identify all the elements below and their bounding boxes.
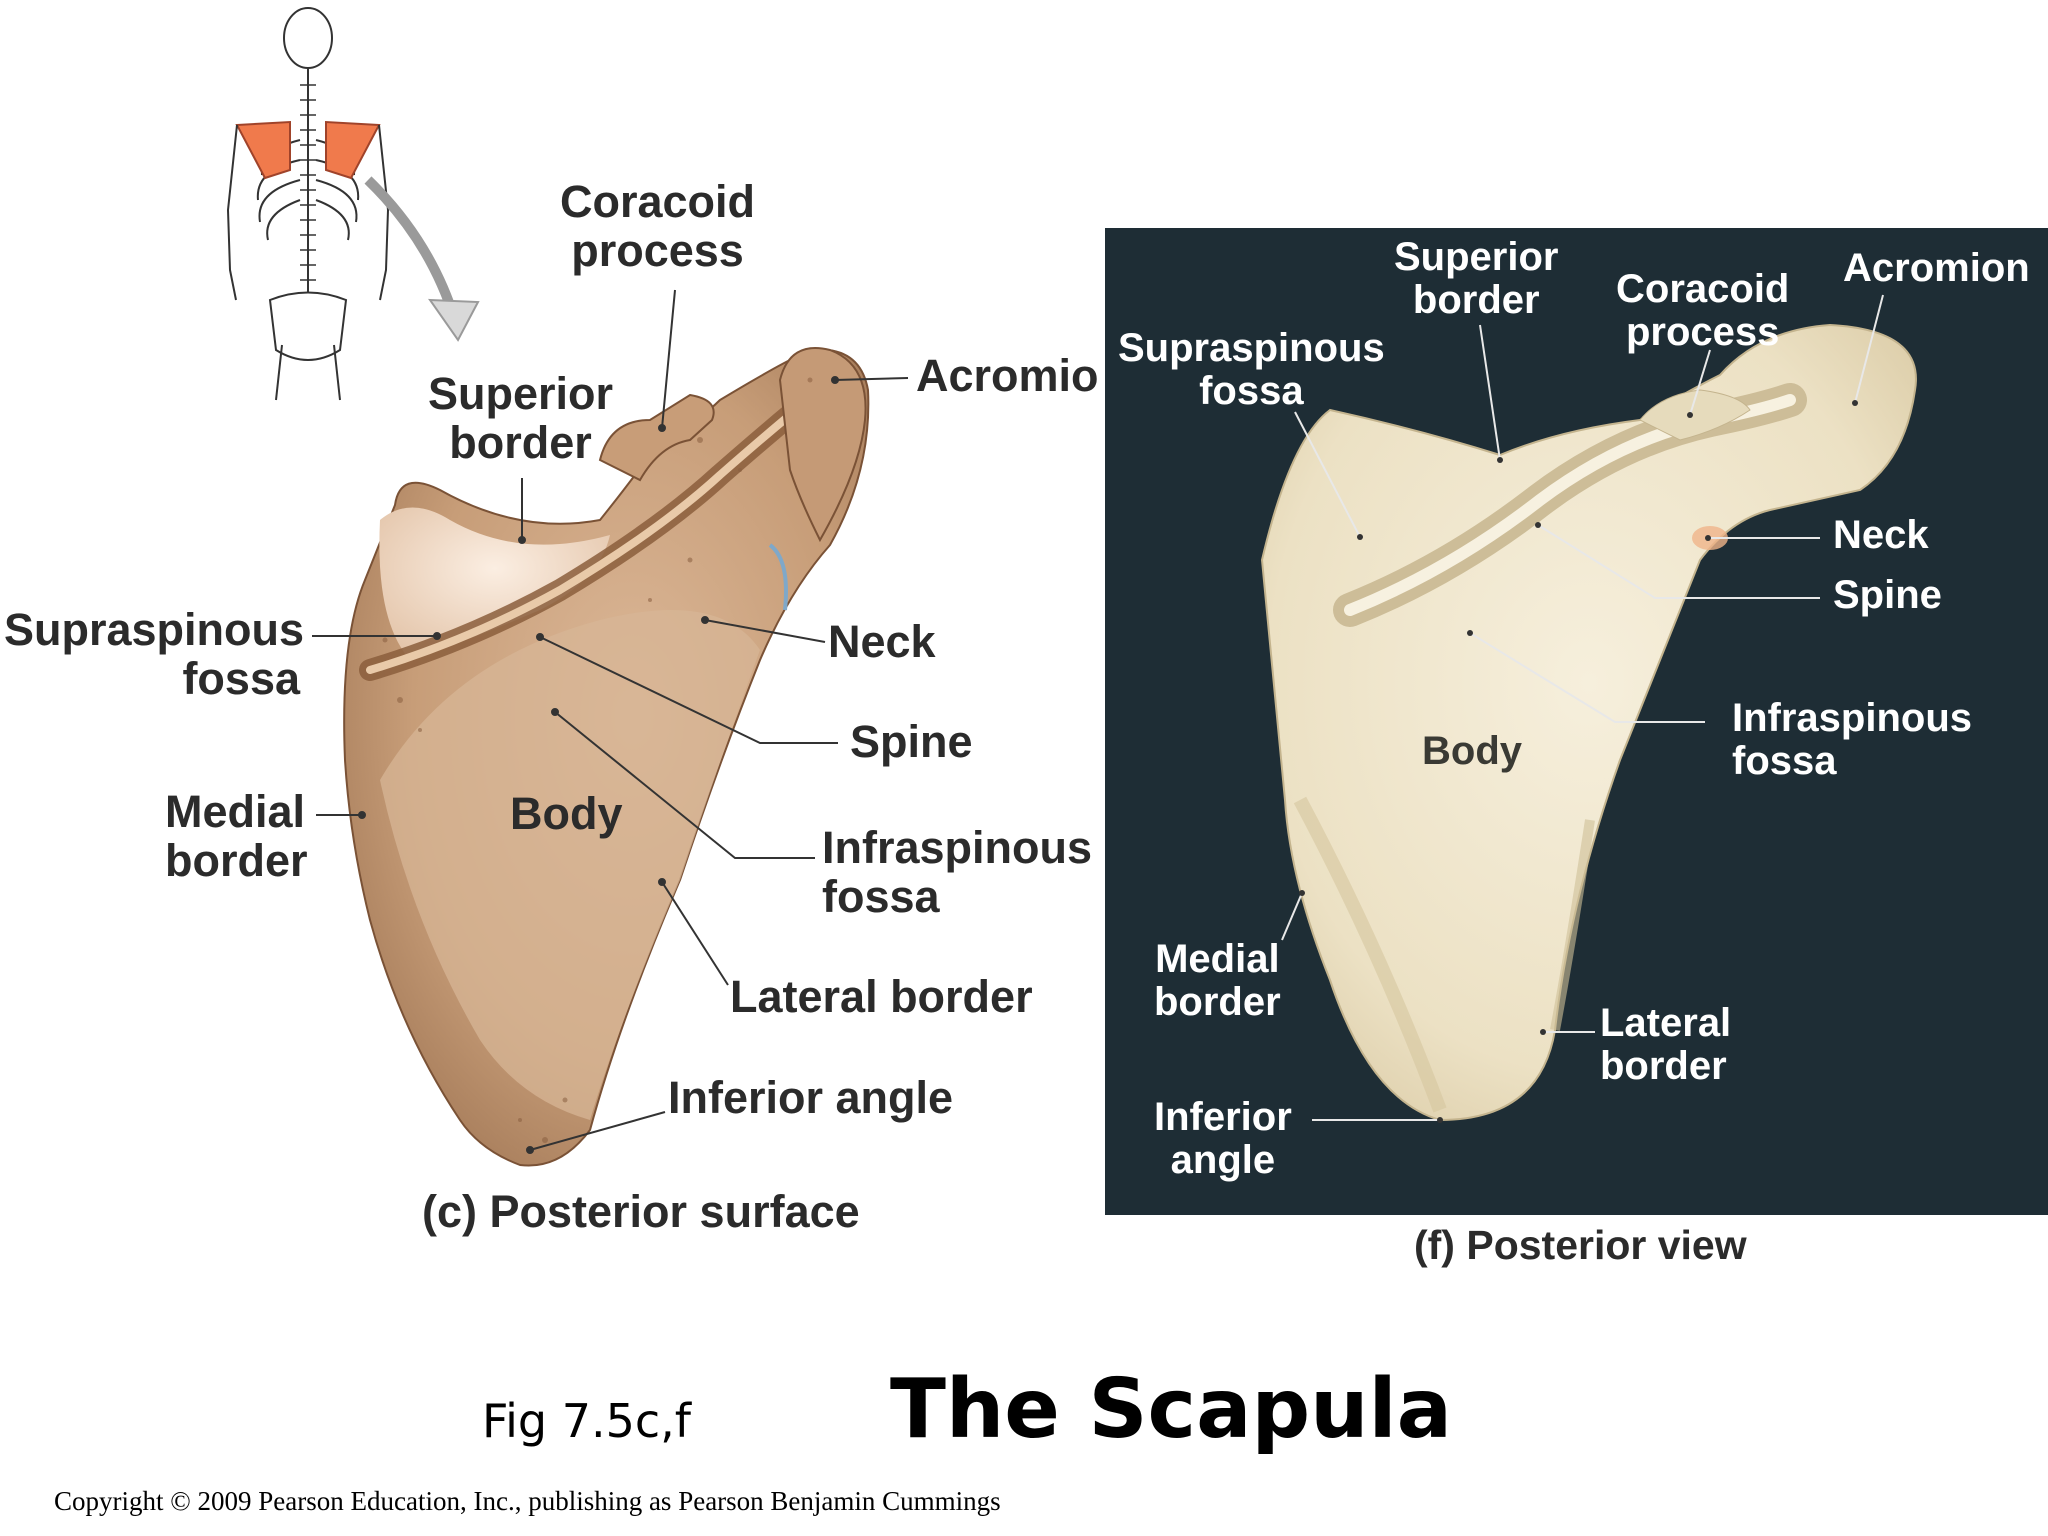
label-f-acromion: Acromion <box>1843 246 2030 290</box>
slide-title: The Scapula <box>890 1362 1452 1457</box>
label-f-medial-border: Medial border <box>1154 937 1281 1025</box>
caption-panel-f: (f) Posterior view <box>1414 1222 1747 1268</box>
leader-lines-panel-c <box>312 289 909 1154</box>
label-c-neck: Neck <box>828 616 936 667</box>
caption-panel-c: (c) Posterior surface <box>422 1186 860 1237</box>
leader-lines-panel-f <box>1281 294 1884 1123</box>
label-f-neck: Neck <box>1833 513 1929 557</box>
label-f-lateral-border: Lateral border <box>1600 1001 1732 1089</box>
label-f-coracoid-process: Coracoid process <box>1616 267 1790 355</box>
label-c-inferior-angle: Inferior angle <box>668 1072 954 1123</box>
label-c-medial-border: Medial border <box>165 786 308 886</box>
scapula-drawing-posterior-surface <box>343 347 870 1167</box>
label-c-supraspinous-fossa: Supraspinous fossa <box>4 604 305 704</box>
label-f-supraspinous-fossa: Supraspinous fossa <box>1118 326 1385 414</box>
label-f-body: Body <box>1422 729 1522 773</box>
label-c-body: Body <box>510 788 623 839</box>
skeleton-locator-icon <box>226 7 480 401</box>
label-f-infraspinous-fossa: Infraspinous fossa <box>1732 696 1973 784</box>
label-f-superior-border: Superior border <box>1394 235 1559 323</box>
label-c-lateral-border: Lateral border <box>730 971 1033 1022</box>
label-c-spine: Spine <box>850 716 973 767</box>
label-c-acromion: Acromio <box>916 350 1099 401</box>
figure-reference: Fig 7.5c,f <box>482 1394 691 1448</box>
label-f-spine: Spine <box>1833 573 1942 617</box>
label-f-inferior-angle: Inferior angle <box>1154 1095 1292 1183</box>
label-c-infraspinous-fossa: Infraspinous fossa <box>822 822 1093 922</box>
copyright-notice: Copyright © 2009 Pearson Education, Inc.… <box>54 1486 1001 1516</box>
label-c-coracoid-process: Coracoid process <box>560 176 756 276</box>
label-c-superior-border: Superior border <box>428 368 614 468</box>
scapula-photo-posterior-view <box>1260 323 1917 1122</box>
